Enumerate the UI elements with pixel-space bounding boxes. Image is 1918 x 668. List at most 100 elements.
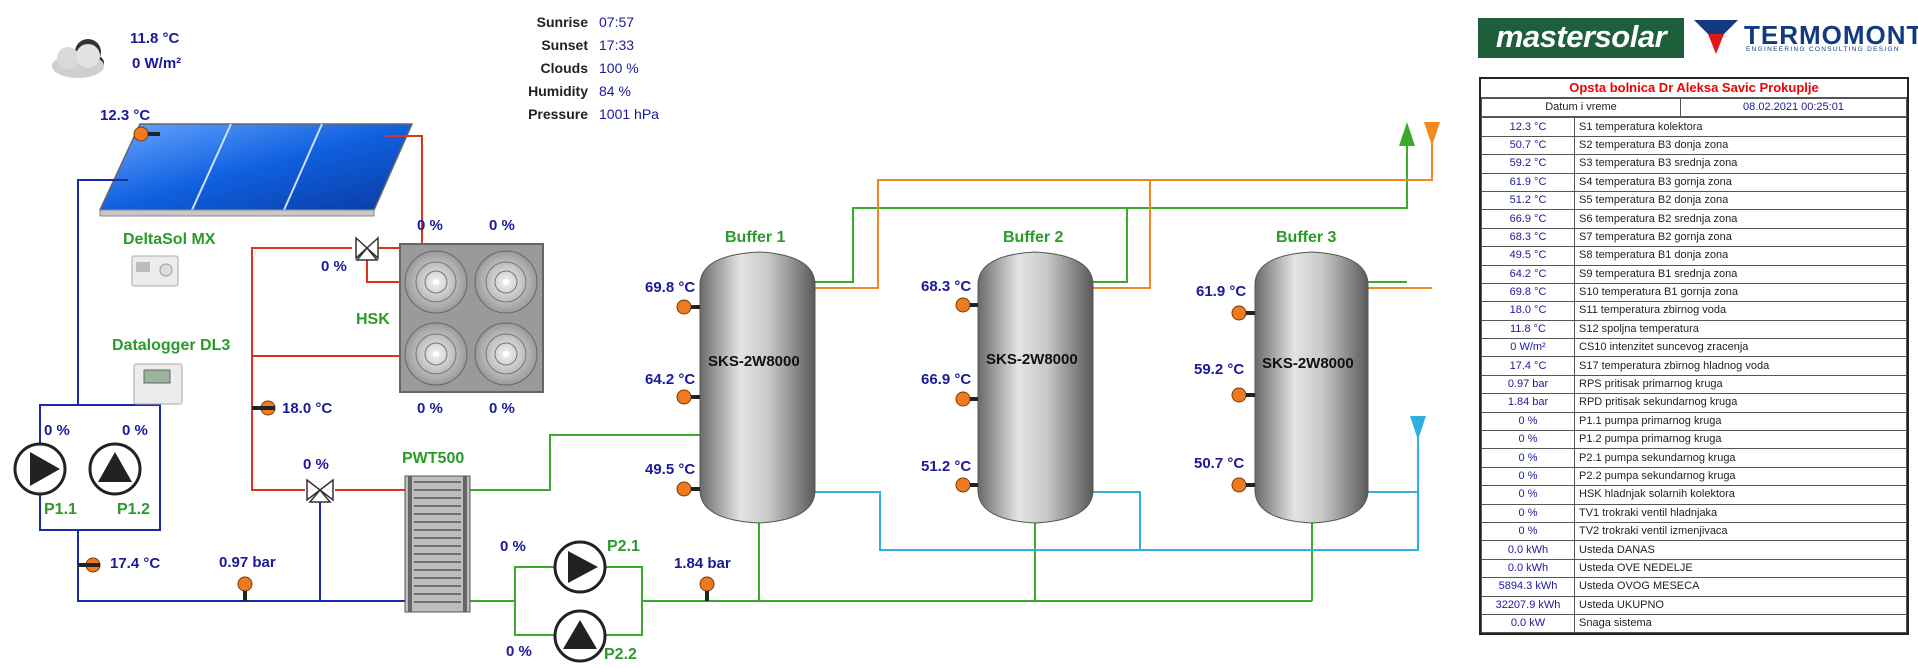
arrow-down-cyan-icon [1410, 416, 1426, 440]
buffer-2-title: Buffer 2 [1003, 229, 1064, 246]
table-row: 0 %TV2 trokraki ventil izmenjivaca [1481, 521, 1907, 542]
datalogger-label: Datalogger DL3 [112, 337, 231, 354]
reading-label: S12 spoljna temperatura [1574, 319, 1907, 340]
sunrise-value: 07:57 [599, 14, 635, 30]
p22-value: 0 % [506, 643, 532, 660]
deltasol-controller [131, 255, 179, 287]
p11-label: P1.1 [44, 501, 77, 518]
reading-label: TV1 trokraki ventil hladnjaka [1574, 503, 1907, 523]
hsk-label: HSK [356, 311, 390, 328]
panel-title: Opsta bolnica Dr Aleksa Savic Prokuplje [1481, 79, 1907, 98]
solar-irradiance: 0 W/m² [132, 55, 182, 72]
hsk-fan-1-value: 0 % [417, 217, 443, 234]
p21-value: 0 % [500, 538, 526, 555]
reading-label: TV2 trokraki ventil izmenjivaca [1574, 521, 1907, 542]
reading-label: S1 temperatura kolektora [1574, 117, 1907, 137]
buffer-2-top-temp: 68.3 °C [921, 278, 972, 295]
cloud-icon [52, 39, 104, 78]
hsk-fan-4-value: 0 % [489, 400, 515, 417]
termomont-logo-icon [1692, 18, 1740, 56]
reading-label: Usteda OVE NEDELJE [1574, 558, 1907, 579]
reading-label: Usteda DANAS [1574, 540, 1907, 560]
table-row: 0 %HSK hladnjak solarnih kolektora [1481, 485, 1907, 505]
reading-value: 69.8 °C [1481, 282, 1575, 303]
humidity-value: 84 % [599, 83, 631, 99]
pwt500-label: PWT500 [402, 450, 465, 467]
p21-label: P2.1 [607, 538, 640, 555]
reading-value: 17.4 °C [1481, 356, 1575, 376]
reading-value: 66.9 °C [1481, 209, 1575, 229]
pressure-value: 1001 hPa [599, 106, 659, 122]
p11-value: 0 % [44, 422, 70, 439]
reading-label: S3 temperatura B3 srednja zona [1574, 154, 1907, 174]
hsk-fan-2-value: 0 % [489, 217, 515, 234]
reading-value: 5894.3 kWh [1481, 577, 1575, 597]
solar-collector [98, 123, 414, 217]
reading-label: S11 temperatura zbirnog voda [1574, 301, 1907, 321]
reading-value: 0.0 kWh [1481, 558, 1575, 579]
reading-value: 0 % [1481, 466, 1575, 487]
reading-value: 0 % [1481, 485, 1575, 505]
reading-value: 0 % [1481, 430, 1575, 450]
reading-value: 0 % [1481, 521, 1575, 542]
arrow-up-green-icon [1399, 122, 1415, 146]
table-row: 0 %P1.2 pumpa primarnog kruga [1481, 430, 1907, 450]
reading-label: S7 temperatura B2 gornja zona [1574, 227, 1907, 248]
reading-label: RPD pritisak sekundarnog kruga [1574, 393, 1907, 413]
buffer-3-title: Buffer 3 [1276, 229, 1337, 246]
datalogger-device [133, 363, 183, 405]
reading-label: S8 temperatura B1 donja zona [1574, 246, 1907, 266]
primary-temp: 17.4 °C [110, 555, 161, 572]
buffer-2-mid-temp: 66.9 °C [921, 371, 972, 388]
hot-supply-pipes [815, 130, 1433, 289]
buffer-1-mid-temp: 64.2 °C [645, 371, 696, 388]
buffer-3-top-temp: 61.9 °C [1196, 283, 1247, 300]
reading-value: 0 % [1481, 503, 1575, 523]
reading-label: S10 temperatura B1 gornja zona [1574, 282, 1907, 303]
table-row: 0 %TV1 trokraki ventil hladnjaka [1481, 503, 1907, 523]
reading-label: RPS pritisak primarnog kruga [1574, 374, 1907, 395]
reading-label: P2.2 pumpa sekundarnog kruga [1574, 466, 1907, 487]
datetime-value: 08.02.2021 00:25:01 [1680, 97, 1907, 118]
buffer-2-bottom-temp: 51.2 °C [921, 458, 972, 475]
return-temp: 18.0 °C [282, 400, 333, 417]
buffer-3-bottom-temp: 50.7 °C [1194, 455, 1245, 472]
reading-label: S9 temperatura B1 srednja zona [1574, 264, 1907, 284]
termomont-logo: TERMOMONT [1744, 20, 1918, 50]
hsk-cooler [399, 243, 544, 393]
buffer-1-title: Buffer 1 [725, 229, 786, 246]
reading-label: Usteda OVOG MESECA [1574, 577, 1907, 597]
reading-label: Snaga sistema [1574, 613, 1907, 634]
reading-value: 51.2 °C [1481, 190, 1575, 211]
primary-pressure: 0.97 bar [219, 554, 276, 571]
tv1-value: 0 % [321, 258, 347, 275]
pwt500-heat-exchanger [404, 475, 471, 613]
pump-p22-icon [553, 609, 607, 663]
reading-label: CS10 intenzitet suncevog zracenja [1574, 338, 1907, 358]
data-table: Datum i vreme 08.02.2021 00:25:01 [1481, 97, 1907, 118]
reading-label: S17 temperatura zbirnog hladnog voda [1574, 356, 1907, 376]
buffer-2-model: SKS-2W8000 [986, 351, 1078, 368]
controller-label: DeltaSol MX [123, 231, 216, 248]
reading-value: 0.0 kW [1481, 613, 1575, 634]
return-pipes [815, 430, 1419, 551]
reading-label: P1.1 pumpa primarnog kruga [1574, 411, 1907, 432]
tv1-valve-icon [355, 236, 379, 261]
pressure-label: Pressure [528, 106, 588, 122]
hsk-fan-3-value: 0 % [417, 400, 443, 417]
